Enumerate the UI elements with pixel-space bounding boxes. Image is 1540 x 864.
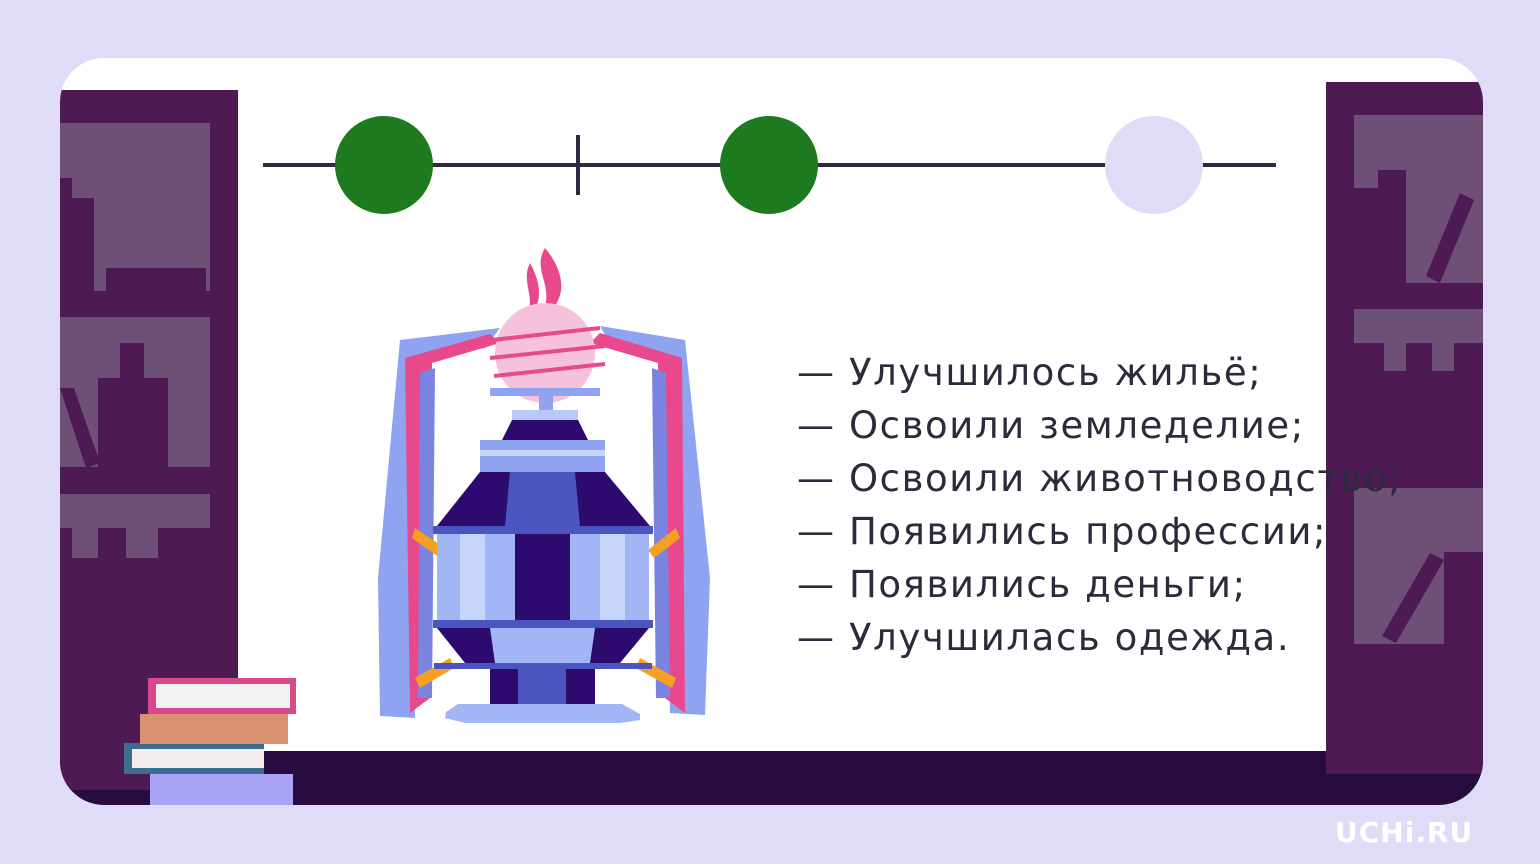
timeline-dot-1 [335,116,433,214]
list-item: — Появились деньги; [797,563,1247,606]
achievements-list: — Улучшилось жильё; — Освоили земледелие… [797,346,1402,664]
list-item: — Освоили земледелие; [797,404,1305,447]
left-bookshelf [60,90,238,790]
list-item: — Улучшилась одежда. [797,616,1291,659]
slide-card: — Улучшилось жильё; — Освоили земледелие… [60,58,1483,805]
book-stack [124,678,296,805]
uchi-ru-logo: UCHi.RU [1335,816,1474,849]
classroom-scene [60,82,1483,805]
floor [60,751,1483,805]
timeline-dot-2 [720,116,818,214]
list-item: — Освоили животноводство; [797,457,1403,500]
list-item: — Улучшилось жильё; [797,351,1263,394]
progress-timeline [263,116,1276,214]
right-bookshelf [1326,82,1483,774]
timeline-dot-3 [1105,116,1203,214]
time-machine-icon [378,248,710,723]
list-item: — Появились профессии; [797,510,1328,553]
